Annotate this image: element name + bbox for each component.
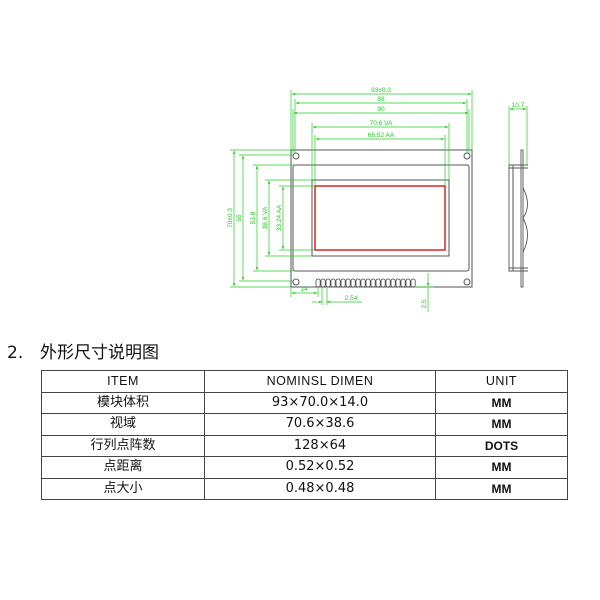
dim-label-aa-height: 33.24 AA	[276, 204, 283, 231]
dim-label-pin-margin: 2.5	[421, 299, 428, 308]
dim-label-hole-span-height: 65	[236, 214, 243, 222]
cell-unit: MM	[435, 477, 568, 500]
dim-label-thickness: 10.7	[512, 102, 525, 109]
dim-label-overall-width: 93±0.3	[371, 87, 391, 94]
dim-label-overall-height: 70±0.3	[227, 208, 234, 228]
cell-dimen: 128×64	[204, 434, 436, 457]
cell-dimen: 0.48×0.48	[204, 477, 436, 500]
cell-unit: MM	[435, 391, 568, 414]
height-dimensions	[230, 149, 315, 288]
active-area-outline	[314, 185, 446, 251]
dimension-spec-table: ITEM NOMINSL DIMEN UNIT 模块体积 93×70.0×14.…	[41, 370, 568, 500]
column-header-item: ITEM	[41, 370, 205, 393]
front-view	[290, 149, 473, 288]
bezel-outline	[292, 164, 470, 272]
table-header-row: ITEM NOMINSL DIMEN UNIT	[41, 370, 568, 393]
dim-label-aa-width: 66.52 AA	[368, 132, 395, 139]
width-dimensions	[290, 90, 473, 186]
viewing-area-outline	[311, 179, 450, 257]
table-row: 点距离 0.52×0.52 MM	[41, 456, 568, 479]
dim-label-va-width: 70.6 VA	[370, 120, 393, 127]
table-row: 视域 70.6×38.6 MM	[41, 413, 568, 436]
section-title: 外形尺寸说明图	[40, 343, 159, 363]
dim-label-va-height: 38.6 VA	[262, 206, 269, 229]
cell-item: 行列点阵数	[41, 434, 205, 457]
side-view	[508, 149, 528, 288]
cell-dimen: 70.6×38.6	[204, 413, 436, 436]
cell-item: 模块体积	[41, 391, 205, 414]
cell-item: 点大小	[41, 477, 205, 500]
mount-hole-icon	[463, 278, 471, 286]
cell-dimen: 93×70.0×14.0	[204, 391, 436, 414]
dim-label-hole-span-width: 88	[377, 96, 385, 103]
side-thickness-dimension	[508, 106, 528, 165]
table-row: 点大小 0.48×0.48 MM	[41, 477, 568, 500]
mount-hole-icon	[463, 152, 471, 160]
cell-unit: MM	[435, 456, 568, 479]
table-row: 模块体积 93×70.0×14.0 MM	[41, 391, 568, 414]
table-row: 行列点阵数 128×64 DOTS	[41, 434, 568, 457]
pin-header	[315, 278, 416, 288]
lcd-module-dimension-drawing: 93±0.3 88 90 70.6 VA 66.52 AA 70±0.3 65 …	[227, 87, 528, 312]
mount-hole-icon	[292, 152, 300, 160]
section-heading: 2. 外形尺寸说明图	[7, 338, 159, 363]
column-header-unit: UNIT	[435, 370, 568, 393]
cell-unit: DOTS	[435, 434, 568, 457]
cell-unit: MM	[435, 413, 568, 436]
cell-dimen: 0.52×0.52	[204, 456, 436, 479]
cell-item: 视域	[41, 413, 205, 436]
section-number: 2.	[7, 343, 24, 363]
dim-label-bezel-width: 90	[377, 106, 385, 113]
column-header-nominal-dimension: NOMINSL DIMEN	[204, 370, 436, 393]
dim-label-pin-pitch: 2.54	[345, 295, 358, 302]
dim-label-pin-offset: 14	[300, 286, 308, 293]
cell-item: 点距离	[41, 456, 205, 479]
mount-hole-icon	[292, 278, 300, 286]
dim-label-bezel-height: 53.8	[250, 211, 257, 224]
pin-dimensions	[290, 273, 434, 312]
